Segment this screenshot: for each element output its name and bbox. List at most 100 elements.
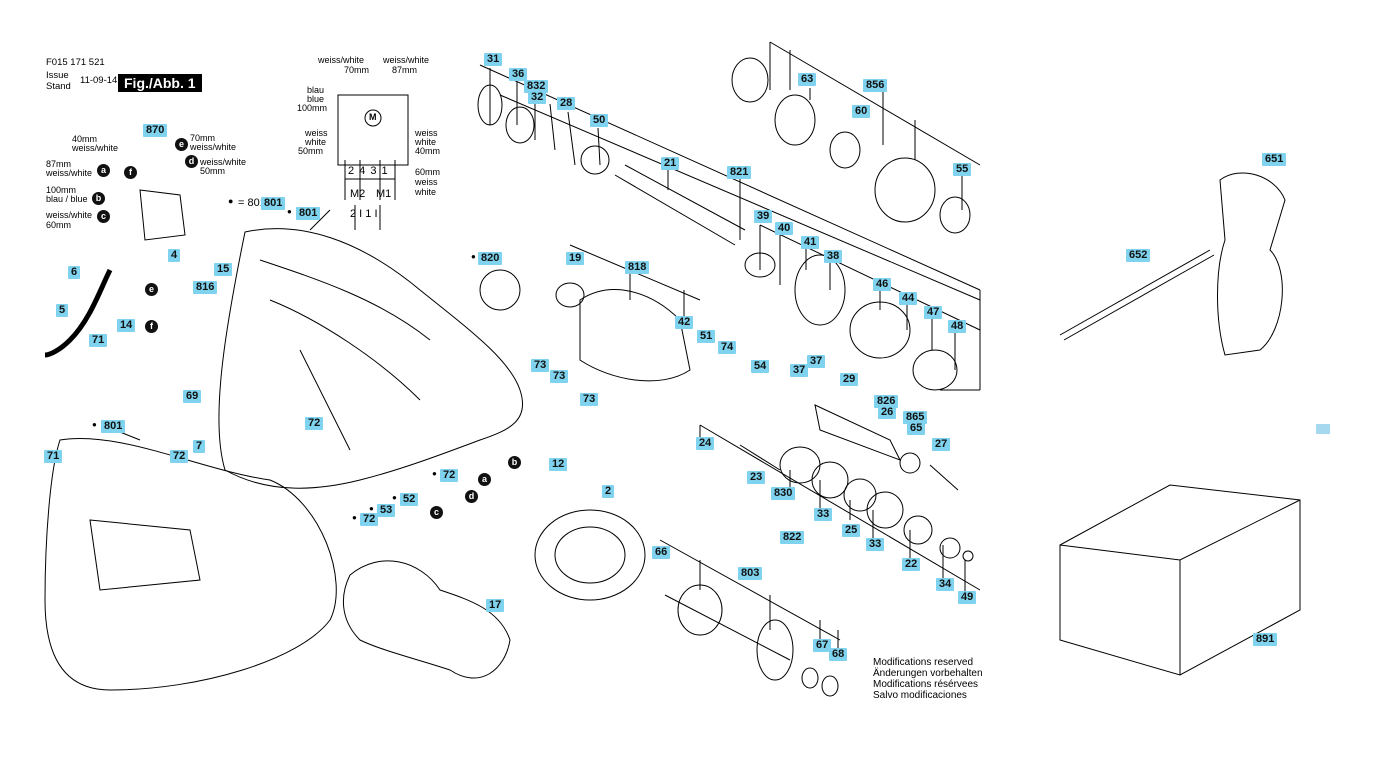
callout-44[interactable]: 44: [899, 292, 918, 305]
callout-22[interactable]: 22: [902, 558, 921, 571]
callout-4[interactable]: 4: [168, 249, 181, 262]
callout-51[interactable]: 51: [697, 330, 716, 343]
callout-865[interactable]: 865: [903, 411, 928, 424]
callout-7[interactable]: 7: [193, 440, 206, 453]
terminal-numbers: 2 4 3 1: [348, 165, 389, 177]
callout-53[interactable]: 53: [377, 504, 396, 517]
callout-21[interactable]: 21: [661, 157, 680, 170]
motor-wire-label: blue: [307, 94, 325, 104]
callout-818[interactable]: 818: [625, 261, 650, 274]
callout-23[interactable]: 23: [747, 471, 766, 484]
issue-date: 11-09-14: [80, 75, 118, 86]
callout-41[interactable]: 41: [801, 236, 820, 249]
wire-label: 70mm: [190, 133, 216, 143]
stand-label: Stand: [46, 81, 71, 92]
callout-652[interactable]: 652: [1126, 249, 1151, 262]
bullet-icon: ●: [471, 252, 476, 261]
callout-42[interactable]: 42: [675, 316, 694, 329]
callout-47[interactable]: 47: [924, 306, 943, 319]
callout-54[interactable]: 54: [751, 360, 770, 373]
callout-72[interactable]: 72: [170, 450, 189, 463]
bottom-terminals: 2 I 1 I: [350, 208, 378, 220]
callout-48[interactable]: 48: [948, 320, 967, 333]
callout-6[interactable]: 6: [68, 266, 81, 279]
callout-25[interactable]: 25: [842, 524, 861, 537]
motor-symbol: M: [369, 112, 377, 122]
page-marker: [1316, 424, 1330, 434]
callout-72[interactable]: 72: [360, 513, 379, 526]
callout-801-legend[interactable]: 801: [261, 197, 286, 210]
callout-46[interactable]: 46: [873, 278, 892, 291]
callout-32[interactable]: 32: [528, 91, 547, 104]
callout-870[interactable]: 870: [143, 124, 168, 137]
callout-55[interactable]: 55: [953, 163, 972, 176]
callout-801[interactable]: 801: [101, 420, 126, 433]
callout-820[interactable]: 820: [478, 252, 503, 265]
callout-29[interactable]: 29: [840, 373, 859, 386]
callout-33[interactable]: 33: [814, 508, 833, 521]
callout-19[interactable]: 19: [566, 252, 585, 265]
callout-14[interactable]: 14: [117, 319, 136, 332]
callout-822[interactable]: 822: [780, 531, 805, 544]
callout-816[interactable]: 816: [193, 281, 218, 294]
callout-40[interactable]: 40: [775, 222, 794, 235]
wire-label: 87mm: [46, 159, 72, 169]
callout-73[interactable]: 73: [580, 393, 599, 406]
callout-38[interactable]: 38: [824, 250, 843, 263]
motor-wire-label: weiss: [305, 128, 328, 138]
callout-34[interactable]: 34: [936, 578, 955, 591]
callout-37[interactable]: 37: [807, 355, 826, 368]
callout-36[interactable]: 36: [509, 68, 528, 81]
callout-832[interactable]: 832: [524, 80, 549, 93]
wire-label: 100mm: [46, 185, 77, 195]
callout-73[interactable]: 73: [550, 370, 569, 383]
callout-27[interactable]: 27: [932, 438, 951, 451]
motor-wire-label: 100mm: [297, 103, 328, 113]
callout-5[interactable]: 5: [56, 304, 69, 317]
callout-52[interactable]: 52: [400, 493, 419, 506]
callout-67[interactable]: 67: [813, 639, 832, 652]
callout-801[interactable]: 801: [296, 207, 321, 220]
callout-65[interactable]: 65: [907, 422, 926, 435]
callout-72[interactable]: 72: [305, 417, 324, 430]
callout-37[interactable]: 37: [790, 364, 809, 377]
callout-17[interactable]: 17: [486, 599, 505, 612]
bullet-icon: ●: [392, 493, 397, 502]
callout-31[interactable]: 31: [484, 53, 503, 66]
callout-803[interactable]: 803: [738, 567, 763, 580]
callout-39[interactable]: 39: [754, 210, 773, 223]
callout-73[interactable]: 73: [531, 359, 550, 372]
callout-830[interactable]: 830: [771, 487, 796, 500]
callout-49[interactable]: 49: [958, 591, 977, 604]
callout-24[interactable]: 24: [696, 437, 715, 450]
callout-63[interactable]: 63: [798, 73, 817, 86]
callout-69[interactable]: 69: [183, 390, 202, 403]
callout-2[interactable]: 2: [602, 485, 615, 498]
callout-821[interactable]: 821: [727, 166, 752, 179]
callout-26[interactable]: 26: [878, 406, 897, 419]
note-line: Modifications reserved: [873, 657, 974, 668]
callout-71[interactable]: 71: [44, 450, 63, 463]
callout-15[interactable]: 15: [214, 263, 233, 276]
callout-891[interactable]: 891: [1253, 633, 1278, 646]
motor-wire-label: 60mm: [415, 167, 441, 177]
callout-856[interactable]: 856: [863, 79, 888, 92]
callout-50[interactable]: 50: [590, 114, 609, 127]
callout-651[interactable]: 651: [1262, 153, 1287, 166]
connector-badge-d: d: [185, 155, 198, 168]
callout-33[interactable]: 33: [866, 538, 885, 551]
callout-826[interactable]: 826: [874, 395, 899, 408]
motor-wire-label: blau: [307, 85, 325, 95]
motor-wire-label: 50mm: [298, 146, 324, 156]
callout-68[interactable]: 68: [829, 648, 848, 661]
callout-12[interactable]: 12: [549, 458, 568, 471]
callout-28[interactable]: 28: [557, 97, 576, 110]
wire-label: weiss/white: [190, 142, 237, 152]
callout-66[interactable]: 66: [652, 546, 671, 559]
callout-71[interactable]: 71: [89, 334, 108, 347]
callout-60[interactable]: 60: [852, 105, 871, 118]
part-number: F015 171 521: [46, 57, 105, 68]
callout-74[interactable]: 74: [718, 341, 737, 354]
callout-72[interactable]: 72: [440, 469, 459, 482]
connector-badge-e: e: [175, 138, 188, 151]
